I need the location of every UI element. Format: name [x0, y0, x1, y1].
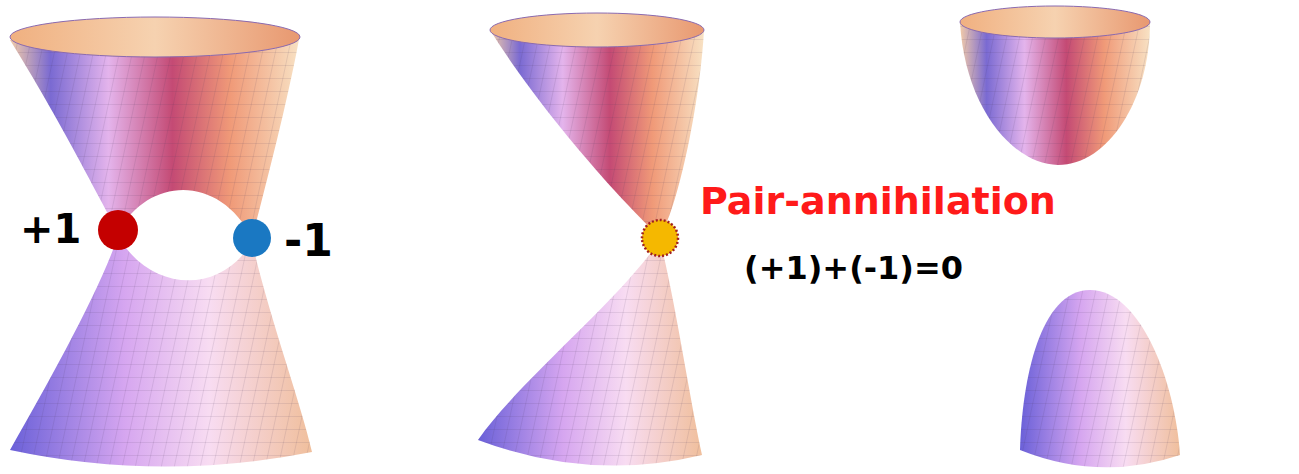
left-bands	[10, 17, 312, 467]
right-bands	[960, 6, 1180, 467]
chirality-label: -1	[284, 216, 333, 267]
weyl-node-negative	[233, 219, 271, 257]
process-label: Pair-annihilation	[700, 180, 1056, 224]
chirality-label: +1	[20, 206, 81, 252]
weyl-node-positive	[98, 210, 138, 250]
equation-label: (+1)+(-1)=0	[744, 250, 963, 287]
middle-bands	[478, 13, 704, 466]
merged-node	[642, 220, 678, 256]
